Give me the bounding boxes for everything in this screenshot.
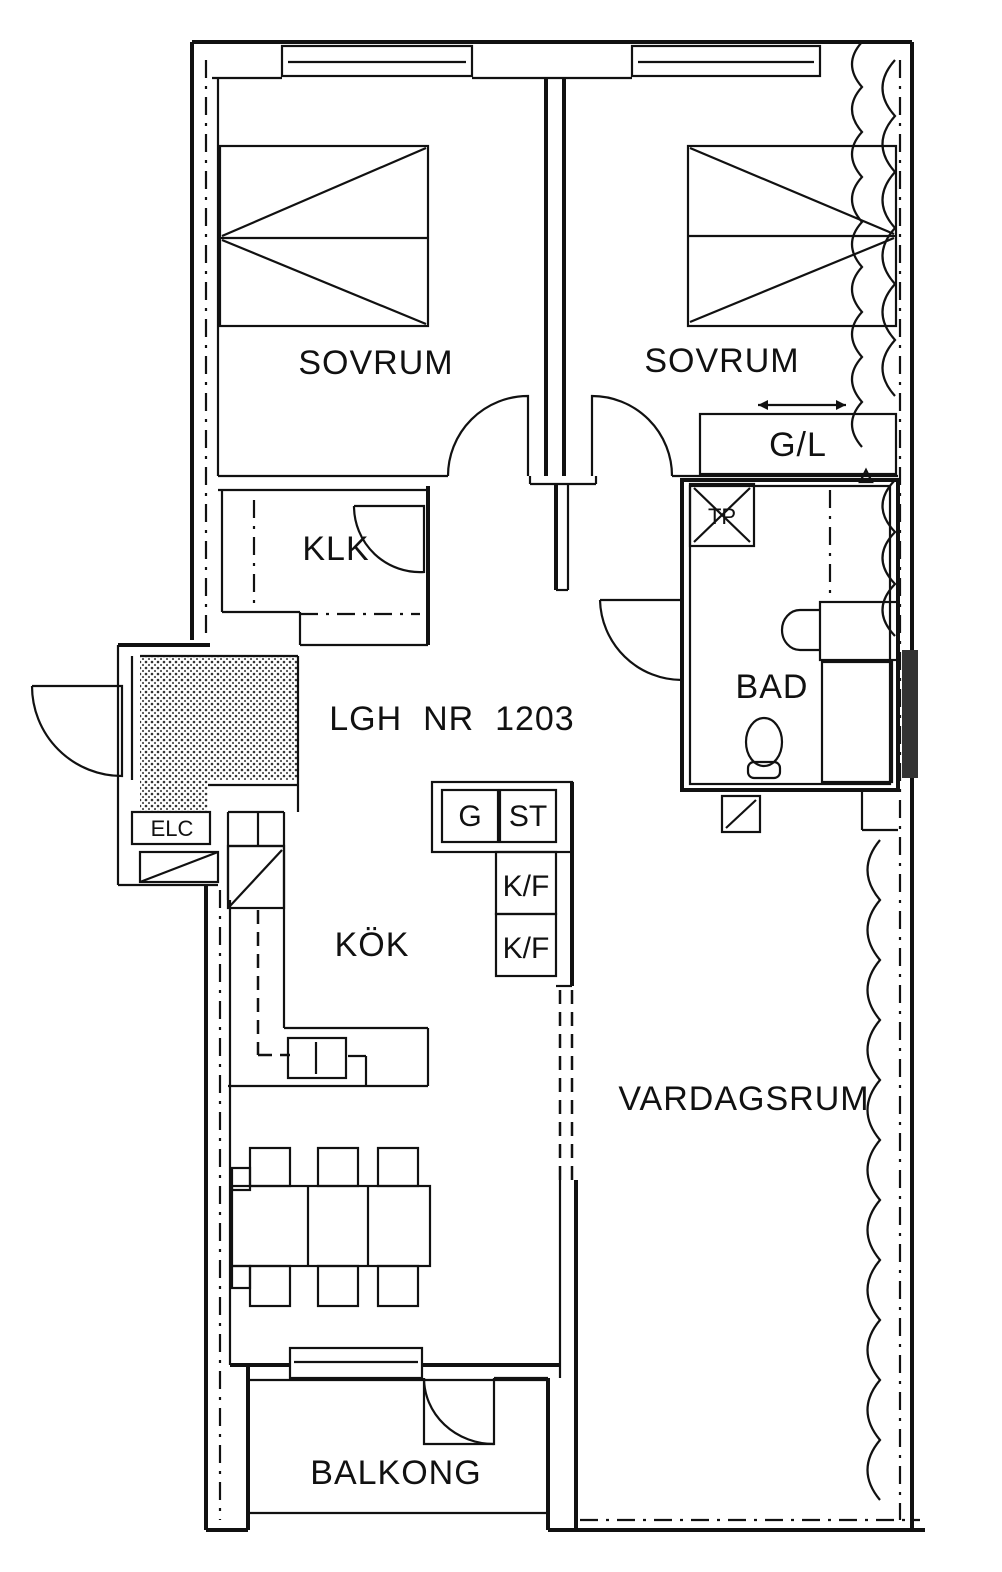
front-door: [30, 684, 124, 778]
balcony: [230, 1346, 560, 1446]
entrance: [30, 643, 300, 887]
dining-table: [230, 1146, 432, 1308]
outer-walls: [190, 40, 925, 1532]
wardrobe-gl: [698, 400, 898, 476]
bathroom: [598, 467, 900, 834]
curtains: [850, 41, 897, 1501]
bed-2: [686, 144, 898, 328]
label-fridge-2: K/F: [503, 932, 550, 965]
label-fridge-1: K/F: [503, 870, 550, 903]
kitchen: [226, 780, 578, 1530]
label-wardrobe-g: G: [458, 800, 481, 833]
label-apartment-number: LGH NR 1203: [329, 700, 574, 738]
door-bedroom-1: [446, 394, 530, 477]
label-kitchen: KÖK: [335, 926, 410, 964]
closet-klk: [218, 486, 430, 647]
label-balcony: BALKONG: [310, 1454, 481, 1492]
label-stove: ST: [509, 800, 547, 833]
label-closet: KLK: [302, 530, 369, 568]
label-bathroom: BAD: [736, 668, 809, 706]
label-bedroom-1: SOVRUM: [298, 344, 453, 382]
door-balcony: [422, 1378, 496, 1446]
door-bedroom-2: [590, 394, 674, 477]
label-wardrobe-gl: G/L: [769, 426, 827, 464]
label-dryer: TP: [708, 504, 736, 529]
bed-1: [218, 144, 430, 328]
bedroom-walls: [218, 78, 898, 592]
label-living-room: VARDAGSRUM: [618, 1080, 869, 1118]
door-bathroom: [598, 598, 684, 682]
label-bedroom-2: SOVRUM: [644, 342, 799, 380]
label-elc: ELC: [151, 816, 194, 841]
wall-hatch: [902, 650, 918, 778]
